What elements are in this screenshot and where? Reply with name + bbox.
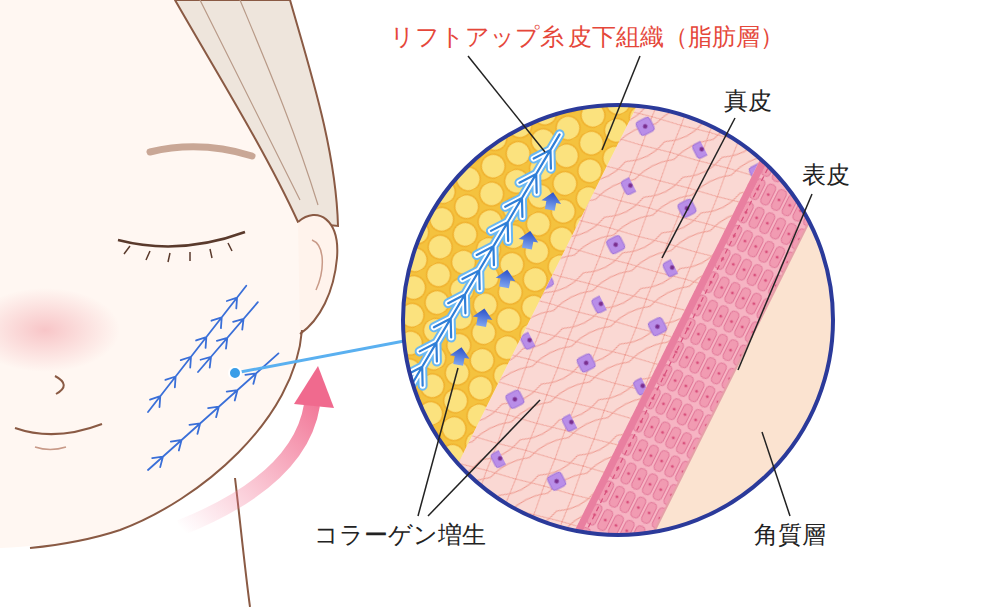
magnifier-circle [403, 105, 833, 535]
lift-arrow [180, 366, 334, 528]
leader-lines [418, 56, 812, 516]
thread-label: リフトアップ糸 [388, 22, 566, 52]
layer-label: 表皮 [800, 160, 852, 190]
layer-label: 角質層 [752, 520, 828, 550]
tissue-label: 皮下組織（脂肪層） [566, 22, 786, 52]
skin-section [380, 80, 880, 560]
zoom-pointer [229, 338, 420, 379]
face-illustration [0, 0, 338, 607]
callout-label: コラーゲン増生 [312, 520, 488, 550]
layer-label: 真皮 [722, 86, 774, 116]
cheek-threads [143, 282, 282, 474]
